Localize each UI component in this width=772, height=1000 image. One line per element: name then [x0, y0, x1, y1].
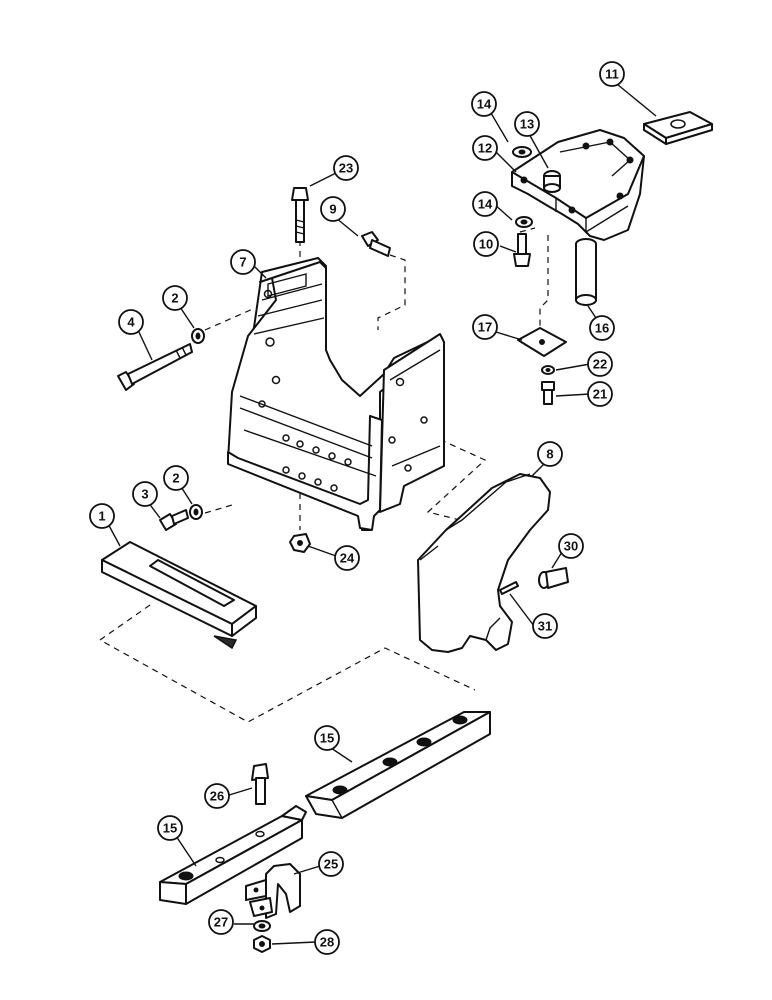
callout-25: 25	[318, 851, 344, 877]
svg-text:1: 1	[98, 509, 105, 524]
housing-12	[511, 129, 645, 241]
svg-text:25: 25	[324, 857, 338, 872]
slotted-plate-1	[101, 541, 257, 650]
svg-text:12: 12	[478, 141, 492, 156]
callout-12: 12	[472, 135, 498, 161]
bolt-9	[361, 231, 391, 257]
svg-text:8: 8	[546, 447, 553, 462]
callout-22: 22	[587, 351, 613, 377]
callout-1: 1	[89, 503, 115, 529]
svg-text:11: 11	[605, 67, 619, 82]
svg-text:30: 30	[564, 539, 578, 554]
callout-27: 27	[208, 909, 234, 935]
pin-30	[538, 567, 569, 589]
svg-text:27: 27	[214, 915, 228, 930]
bracket-holes	[258, 289, 428, 492]
svg-text:13: 13	[520, 117, 534, 132]
callout-15-lower: 15	[157, 815, 183, 841]
svg-text:15: 15	[163, 821, 177, 836]
nut-28	[253, 935, 271, 953]
callout-14-upper: 14	[471, 91, 497, 117]
svg-text:10: 10	[479, 237, 493, 252]
callout-17: 17	[472, 314, 498, 340]
svg-text:7: 7	[239, 255, 246, 270]
callout-9: 9	[320, 196, 346, 222]
svg-text:14: 14	[477, 97, 492, 112]
callout-24: 24	[334, 545, 360, 571]
svg-text:21: 21	[593, 387, 607, 402]
svg-text:14: 14	[478, 197, 493, 212]
callout-14-lower: 14	[472, 191, 498, 217]
washer-14-upper	[512, 146, 532, 158]
callout-23: 23	[333, 155, 359, 181]
svg-text:9: 9	[329, 202, 336, 217]
svg-text:28: 28	[320, 935, 334, 950]
callout-16: 16	[589, 315, 615, 341]
svg-text:24: 24	[340, 551, 355, 566]
washer-2-upper	[191, 328, 205, 344]
svg-text:26: 26	[210, 789, 224, 804]
counterweight-8	[417, 473, 551, 653]
svg-text:31: 31	[538, 619, 552, 634]
leader-lines	[105, 79, 657, 945]
callout-30: 30	[558, 533, 584, 559]
svg-text:23: 23	[339, 161, 353, 176]
callout-21: 21	[587, 381, 613, 407]
callout-8: 8	[537, 441, 563, 467]
svg-text:2: 2	[172, 471, 179, 486]
svg-text:15: 15	[320, 731, 334, 746]
svg-text:2: 2	[171, 291, 178, 306]
svg-text:16: 16	[595, 321, 609, 336]
drawbar-15-upper	[305, 711, 491, 819]
u-bracket-25	[245, 863, 301, 919]
bolt-10	[513, 233, 531, 267]
bolt-26	[251, 763, 269, 805]
clip-31	[499, 581, 519, 595]
bolt-21	[541, 381, 555, 405]
callout-26: 26	[204, 783, 230, 809]
plate-17	[517, 327, 567, 357]
washer-27	[253, 920, 271, 932]
nut-24	[289, 533, 311, 553]
pin-16	[575, 238, 597, 306]
main-bracket-7	[227, 257, 445, 531]
svg-text:4: 4	[127, 315, 135, 330]
callout-2-lower: 2	[163, 465, 189, 491]
svg-text:22: 22	[593, 357, 607, 372]
callout-10: 10	[473, 231, 499, 257]
washer-14-lower	[515, 216, 533, 228]
bolt-4	[117, 343, 193, 391]
callout-13: 13	[514, 111, 540, 137]
bolt-23	[291, 187, 309, 243]
callout-11: 11	[599, 61, 625, 87]
svg-text:3: 3	[141, 487, 148, 502]
callout-3: 3	[132, 481, 158, 507]
washer-22	[541, 365, 555, 375]
washer-2-lower	[189, 504, 203, 520]
callout-2-upper: 2	[162, 285, 188, 311]
callouts: 23 9 7 2 4 2 3 1 24 8 30 31 11 14 13 12 …	[89, 61, 625, 955]
bolt-3	[159, 509, 189, 531]
callout-31: 31	[532, 613, 558, 639]
svg-text:17: 17	[478, 320, 492, 335]
drawbar-15-lower	[159, 805, 307, 905]
callout-7: 7	[230, 249, 256, 275]
callout-4: 4	[118, 309, 144, 335]
washer-plate-11	[643, 111, 713, 145]
callout-15-upper: 15	[314, 725, 340, 751]
callout-28: 28	[314, 929, 340, 955]
